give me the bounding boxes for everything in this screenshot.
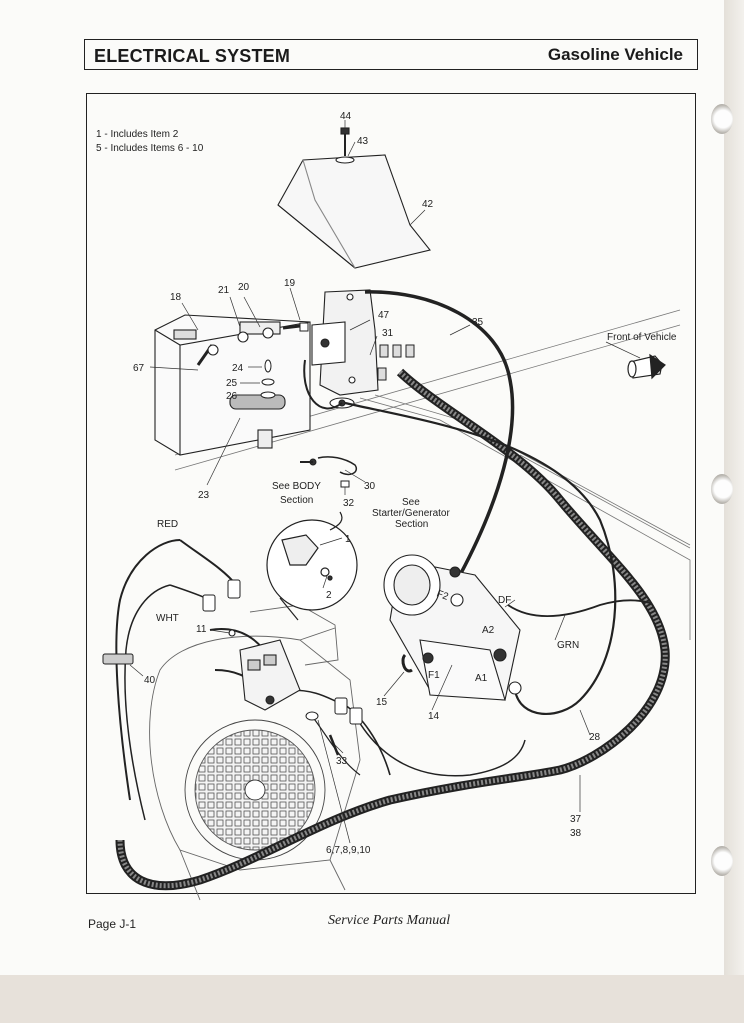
section-references: See BODY Section See Starter/Generator S… <box>272 332 677 530</box>
binder-hole-top <box>711 104 733 134</box>
leader-lines <box>129 120 641 844</box>
wire-connectors <box>377 344 415 381</box>
front-direction-arrow <box>627 353 666 380</box>
front-of-vehicle-label: Front of Vehicle <box>607 332 677 343</box>
small-hardware <box>300 458 350 756</box>
binder-hole-middle <box>711 474 733 504</box>
vehicle-type: Gasoline Vehicle <box>547 45 683 64</box>
callout-2: 2 <box>326 590 332 601</box>
callout-67: 67 <box>133 363 145 374</box>
diagram-frame <box>86 93 696 894</box>
manual-title: Service Parts Manual <box>328 913 451 928</box>
wire-label-wht: WHT <box>156 613 179 624</box>
see-starter-line1: See <box>402 497 420 508</box>
callout-33: 33 <box>336 756 348 767</box>
terminal-label-a1: A1 <box>475 673 488 684</box>
page-header: ELECTRICAL SYSTEM Gasoline Vehicle <box>84 39 698 70</box>
next-page-edge <box>724 0 744 1023</box>
callout-47: 47 <box>378 310 390 321</box>
callout-42: 42 <box>422 199 434 210</box>
see-body-line2: Section <box>280 495 313 506</box>
callout-25: 25 <box>226 378 238 389</box>
callout-24: 24 <box>232 363 244 374</box>
section-title: ELECTRICAL SYSTEM <box>94 46 291 66</box>
starter-generator <box>383 554 522 701</box>
note-line: 1 - Includes Item 2 <box>96 129 179 140</box>
parts-notes: 1 - Includes Item 2 5 - Includes Items 6… <box>96 128 203 156</box>
battery <box>154 314 311 456</box>
callout-38: 38 <box>570 828 582 839</box>
callout-37: 37 <box>570 814 582 825</box>
callout-18: 18 <box>170 292 182 303</box>
see-starter-line3: Section <box>395 519 428 530</box>
callout-44: 44 <box>340 111 352 122</box>
callout-26: 26 <box>226 391 238 402</box>
page-number: Page J-1 <box>88 917 137 931</box>
callout-31: 31 <box>382 328 394 339</box>
wire-label-grn: GRN <box>557 640 579 651</box>
callout-43: 43 <box>357 136 369 147</box>
callout-6-10: 6,7,8,9,10 <box>326 845 371 856</box>
battery-hardware <box>260 322 309 399</box>
wiring <box>115 290 651 821</box>
terminal-label-df: DF <box>498 595 511 606</box>
ignition-assembly <box>228 629 301 711</box>
callout-23: 23 <box>198 490 210 501</box>
see-starter-line2: Starter/Generator <box>372 508 450 519</box>
callout-11: 11 <box>196 624 207 635</box>
scan-background <box>0 975 744 1023</box>
voltage-regulator <box>311 289 379 409</box>
note-line: 5 - Includes Items 6 - 10 <box>96 143 204 154</box>
callout-40: 40 <box>144 675 156 686</box>
callout-35: 35 <box>472 317 484 328</box>
callout-15: 15 <box>376 697 388 708</box>
wire-label-red: RED <box>157 519 178 530</box>
terminal-label-f2: F2 <box>435 588 450 602</box>
callout-21: 21 <box>218 285 230 296</box>
callout-14: 14 <box>428 711 440 722</box>
terminal-label-f1: F1 <box>428 670 440 681</box>
callout-1: 1 <box>345 534 351 545</box>
callouts: 44 43 42 19 21 20 18 47 31 35 67 24 25 2… <box>133 111 601 856</box>
wire-harness-loom <box>115 368 670 891</box>
callout-32: 32 <box>343 498 355 509</box>
binder-hole-bottom <box>711 846 733 876</box>
detail-inset <box>266 511 358 621</box>
plug-connectors <box>102 579 363 725</box>
callout-19: 19 <box>284 278 296 289</box>
regulator-cover <box>277 127 431 269</box>
callout-30: 30 <box>364 481 376 492</box>
terminal-label-a2: A2 <box>482 625 495 636</box>
callout-28: 28 <box>589 732 601 743</box>
see-body-line1: See BODY <box>272 481 321 492</box>
engine <box>149 604 361 901</box>
callout-20: 20 <box>238 282 250 293</box>
wire-labels: RED WHT GRN DF A2 A1 F1 F2 <box>156 519 579 684</box>
